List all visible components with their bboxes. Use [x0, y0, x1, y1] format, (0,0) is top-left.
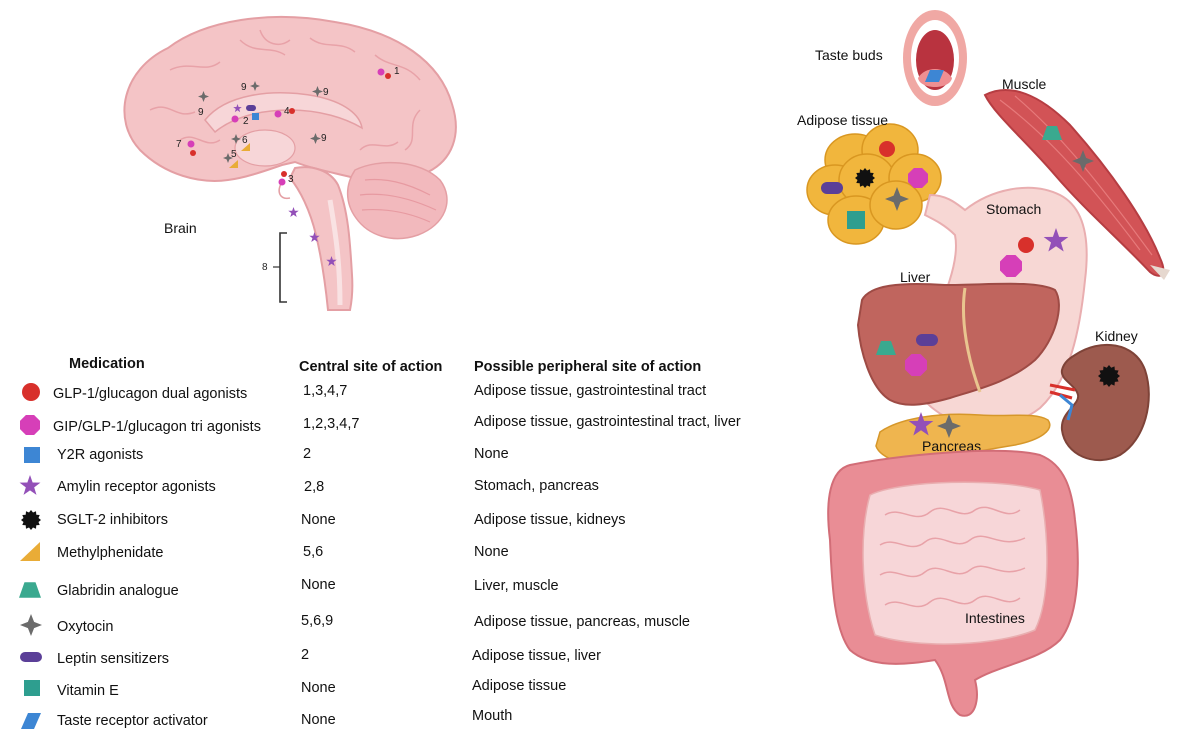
peripheral-site: Stomach, pancreas [474, 478, 599, 494]
taste-buds-label: Taste buds [815, 47, 883, 63]
peripheral-site: None [474, 544, 509, 560]
magenta-octagon-icon [19, 414, 41, 436]
blue-parallelogram-icon [20, 710, 42, 732]
stomach-label: Stomach [986, 201, 1041, 217]
blue-square-icon [21, 444, 43, 466]
medication-name: Amylin receptor agonists [57, 479, 216, 495]
central-site: None [301, 512, 336, 528]
teal-trapezoid-icon [19, 579, 41, 601]
central-site: 5,6,9 [301, 613, 333, 629]
header-medication: Medication [69, 356, 145, 372]
medication-name: GLP-1/glucagon dual agonists [53, 386, 247, 402]
peripheral-site: Adipose tissue, liver [472, 648, 601, 664]
purple-pill-icon [20, 646, 42, 668]
central-site: 2,8 [304, 479, 324, 495]
black-burst-icon [20, 509, 42, 531]
red-circle-icon [20, 381, 42, 403]
medication-name: Glabridin analogue [57, 583, 179, 599]
medication-name: Vitamin E [57, 683, 119, 699]
kidney-label: Kidney [1095, 328, 1138, 344]
central-site: 1,2,3,4,7 [303, 416, 359, 432]
central-site: None [301, 680, 336, 696]
central-site: 2 [303, 446, 311, 462]
medication-table: Medication Central site of action Possib… [0, 0, 800, 731]
peripheral-site: Mouth [472, 708, 512, 724]
liver-label: Liver [900, 269, 931, 285]
central-site: 2 [301, 647, 309, 663]
peripheral-site: Adipose tissue, gastrointestinal tract, … [474, 414, 741, 430]
gray-four-point-star-icon [20, 614, 42, 636]
purple-star-icon [19, 475, 41, 497]
adipose-illustration: Adipose tissue [797, 112, 941, 244]
central-site: None [301, 712, 336, 728]
muscle-label: Muscle [1002, 76, 1047, 92]
medication-name: SGLT-2 inhibitors [57, 512, 168, 528]
central-site: 1,3,4,7 [303, 383, 347, 399]
peripheral-site: Adipose tissue, gastrointestinal tract [474, 383, 706, 399]
medication-name: Oxytocin [57, 619, 113, 635]
teal-square-icon [21, 677, 43, 699]
central-site: 5,6 [303, 544, 323, 560]
medication-name: Y2R agonists [57, 447, 143, 463]
medication-name: Methylphenidate [57, 545, 163, 561]
peripheral-site: Adipose tissue, kidneys [474, 512, 626, 528]
header-central-site: Central site of action [299, 359, 442, 375]
medication-name: Taste receptor activator [57, 713, 208, 729]
medication-name: Leptin sensitizers [57, 651, 169, 667]
medication-name: GIP/GLP-1/glucagon tri agonists [53, 419, 261, 435]
peripheral-site: Adipose tissue [472, 678, 566, 694]
mouth-illustration: Taste buds [815, 10, 967, 106]
adipose-label: Adipose tissue [797, 112, 888, 128]
peripheral-site: None [474, 446, 509, 462]
peripheral-site: Liver, muscle [474, 578, 559, 594]
intestines-label: Intestines [965, 610, 1025, 626]
peripheral-site: Adipose tissue, pancreas, muscle [474, 614, 690, 630]
central-site: None [301, 577, 336, 593]
header-peripheral-site: Possible peripheral site of action [474, 359, 701, 375]
intestines-illustration: Intestines [828, 451, 1078, 716]
orange-wedge-icon [19, 541, 41, 563]
